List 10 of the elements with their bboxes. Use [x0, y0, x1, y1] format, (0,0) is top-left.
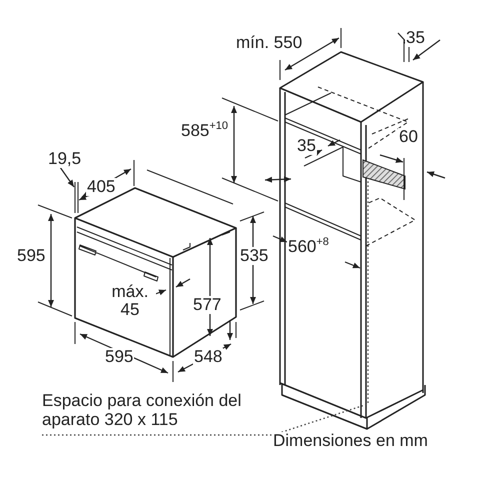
dimension-label: 35	[405, 29, 426, 47]
dimension-label: 577	[192, 296, 222, 314]
dimension-label: 405	[86, 178, 116, 196]
connection-note: Espacio para conexión del aparato 320 x 115	[42, 391, 247, 429]
dimension-label: 548	[193, 348, 224, 366]
connection-area	[362, 159, 406, 190]
dimension-label: 19,5	[47, 150, 82, 168]
leader-line	[42, 179, 369, 436]
dimension-label: 35	[296, 137, 317, 155]
dimension-label: 535	[239, 247, 270, 265]
